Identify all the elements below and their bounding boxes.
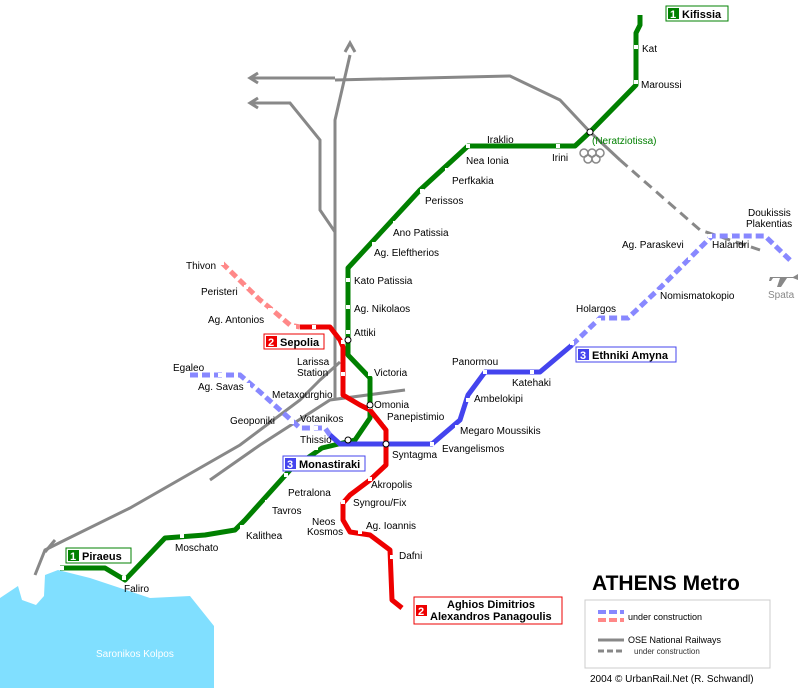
terminal-kifissia-name: Kifissia <box>682 9 722 21</box>
line-1-track <box>60 15 643 583</box>
railway-arrows <box>247 39 357 110</box>
station-holargos: Holargos <box>576 304 616 315</box>
map-title: ATHENS Metro <box>592 572 740 595</box>
legend-under-construction: under construction <box>628 612 702 622</box>
terminal-sepolia-number: 2 <box>268 337 274 349</box>
terminal-monastiraki: 3 Monastiraki <box>282 455 366 472</box>
station-nomismatokopio: Nomismatokopio <box>660 291 735 302</box>
terminal-dimitrios-name2: Alexandros Panagoulis <box>430 611 552 623</box>
station-doukissis-2: Plakentias <box>746 219 792 230</box>
airport-label: Spata <box>768 290 795 301</box>
station-geoponiki: Geoponiki <box>230 416 275 427</box>
interchange-markers <box>344 128 594 448</box>
station-ag-antonios: Ag. Antonios <box>208 315 264 326</box>
terminal-sepolia: 2 Sepolia <box>263 333 325 350</box>
station-irini: Irini <box>552 153 568 164</box>
station-thivon: Thivon <box>186 261 216 272</box>
station-metaxourghio: Metaxourghio <box>272 390 333 401</box>
station-attiki: Attiki <box>354 328 376 339</box>
station-petralona: Petralona <box>288 488 331 499</box>
station-ag-savas: Ag. Savas <box>198 382 244 393</box>
station-doukissis-1: Doukissis <box>748 208 791 219</box>
station-votanikos: Votanikos <box>300 414 343 425</box>
legend-ose-construction: under construction <box>634 647 700 656</box>
terminal-kifissia-number: 1 <box>670 9 676 21</box>
station-moschato: Moschato <box>175 543 219 554</box>
line-3-construction-west <box>190 372 333 437</box>
legend-ose: OSE National Railways <box>628 635 722 645</box>
station-ag-nikolaos: Ag. Nikolaos <box>354 304 410 315</box>
station-iraklio: Iraklio <box>487 135 514 146</box>
sea-label: Saronikos Kolpos <box>96 649 174 660</box>
station-larissa-1: Larissa <box>297 357 330 368</box>
station-egaleo: Egaleo <box>173 363 205 374</box>
station-kat: Kat <box>642 44 657 55</box>
station-panepistimio: Panepistimio <box>387 412 445 423</box>
credit-text: 2004 © UrbanRail.Net (R. Schwandl) <box>590 674 754 685</box>
terminal-kifissia: 1 Kifissia <box>665 5 729 22</box>
station-megaro-moussikis: Megaro Moussikis <box>460 426 541 437</box>
station-victoria: Victoria <box>374 368 408 379</box>
station-peristeri: Peristeri <box>201 287 238 298</box>
terminal-dimitrios-name1: Aghios Dimitrios <box>447 599 535 611</box>
terminal-piraeus-name: Piraeus <box>82 551 122 563</box>
station-kato-patissia: Kato Patissia <box>354 276 413 287</box>
station-ambelokipi: Ambelokipi <box>474 394 523 405</box>
station-ag-paraskevi: Ag. Paraskevi <box>622 240 684 251</box>
line-3-track <box>328 343 574 447</box>
sea: Saronikos Kolpos <box>0 570 214 688</box>
station-syntagma: Syntagma <box>392 450 437 461</box>
station-larissa-2: Station <box>297 368 328 379</box>
terminal-monastiraki-number: 3 <box>287 459 293 471</box>
station-ag-eleftherios: Ag. Eleftherios <box>374 248 439 259</box>
legend: under construction OSE National Railways… <box>584 599 771 669</box>
station-ano-patissia: Ano Patissia <box>393 228 449 239</box>
station-katehaki: Katehaki <box>512 378 551 389</box>
station-syngrou-fix: Syngrou/Fix <box>353 498 406 509</box>
station-nea-ionia: Nea Ionia <box>466 156 509 167</box>
station-neos-kosmos-2: Kosmos <box>307 527 343 538</box>
station-dafni: Dafni <box>399 551 422 562</box>
station-tavros: Tavros <box>272 506 301 517</box>
station-perissos: Perissos <box>425 196 463 207</box>
station-neos-kosmos-1: Neos <box>312 517 335 528</box>
terminal-dimitrios: 2 Aghios Dimitrios Alexandros Panagoulis <box>413 596 563 625</box>
station-maroussi: Maroussi <box>641 80 682 91</box>
station-perfkakia: Perfkakia <box>452 176 494 187</box>
line-2-track <box>300 324 404 610</box>
ose-railways <box>33 54 761 576</box>
olympic-rings-icon <box>579 148 605 164</box>
station-evangelismos: Evangelismos <box>442 444 504 455</box>
terminal-piraeus: 1 Piraeus <box>65 547 132 564</box>
terminal-sepolia-name: Sepolia <box>280 337 320 349</box>
station-halandri: Halandri <box>712 240 749 251</box>
station-labels: Kat Maroussi Iraklio Nea Ionia Irini (Ne… <box>124 44 795 595</box>
terminal-dimitrios-number: 2 <box>418 606 424 618</box>
terminal-ethniki-amyna: 3 Ethniki Amyna <box>575 346 677 363</box>
terminal-ethniki-number: 3 <box>580 350 586 362</box>
station-ag-ioannis: Ag. Ioannis <box>366 521 416 532</box>
station-kalithea: Kalithea <box>246 531 283 542</box>
terminal-monastiraki-name: Monastiraki <box>299 459 360 471</box>
airplane-icon <box>769 274 798 287</box>
terminal-piraeus-number: 1 <box>70 551 76 563</box>
station-neratziotissa: (Neratziotissa) <box>592 136 656 147</box>
station-thissio: Thissio <box>300 435 332 446</box>
station-akropolis: Akropolis <box>371 480 412 491</box>
station-faliro: Faliro <box>124 584 149 595</box>
station-panormou: Panormou <box>452 357 498 368</box>
station-omonia: Omonia <box>374 400 409 411</box>
terminal-ethniki-name: Ethniki Amyna <box>592 350 669 362</box>
